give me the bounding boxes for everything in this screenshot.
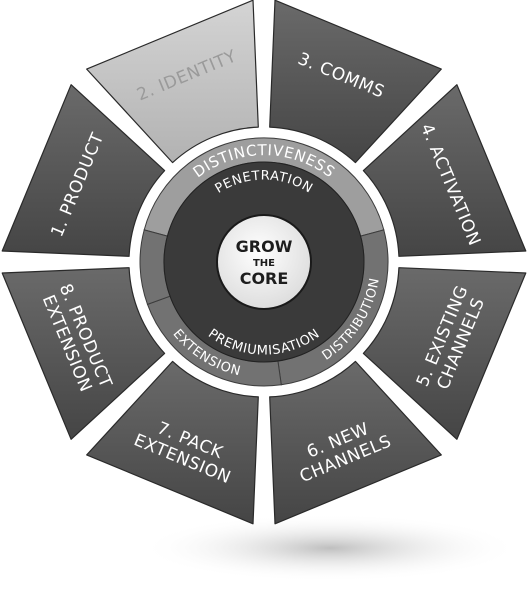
segment-existing-channels: [362, 267, 527, 440]
core-the-label: THE: [253, 258, 275, 269]
core-core-label: CORE: [240, 269, 289, 288]
segment-pack-extension: [86, 360, 259, 525]
core-grow-label: GROW: [236, 237, 293, 256]
outer-ring: DISTINCTIVENESS DISTRIBUTION EXTENSION: [139, 137, 389, 387]
segment-activation: [362, 84, 527, 257]
segment-new-channels: [269, 360, 442, 525]
segment-identity: [86, 0, 259, 164]
segment-comms: [269, 0, 442, 164]
core: GROW THE CORE: [216, 214, 312, 310]
core-disc: [216, 214, 312, 310]
drop-shadow: [140, 514, 520, 582]
segment-product: [1, 84, 166, 257]
segment-product-extension: [1, 267, 166, 440]
